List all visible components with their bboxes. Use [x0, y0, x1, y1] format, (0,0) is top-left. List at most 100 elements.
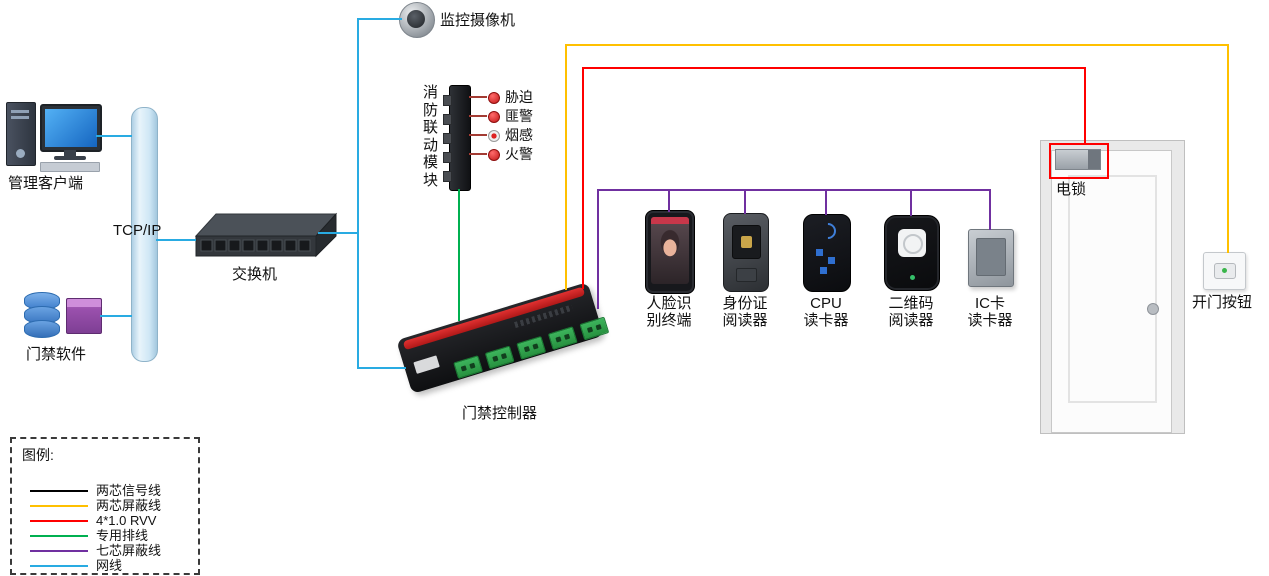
module-pin	[443, 133, 452, 144]
ic-reader-pad	[976, 238, 1006, 276]
face-terminal-screen	[651, 217, 689, 284]
software-device-icon	[24, 290, 102, 340]
qr-reader-lens	[903, 234, 923, 254]
alarm-stub	[469, 134, 487, 136]
legend-items: 两芯信号线 两芯屏蔽线 4*1.0 RVV 专用排线 七芯屏蔽线 网线	[12, 483, 198, 573]
camera-label: 监控摄像机	[440, 12, 516, 29]
camera-icon	[399, 2, 435, 38]
qr-reader-icon	[884, 215, 940, 291]
cpu-reader-nfc-icon	[816, 219, 840, 243]
terminal-block	[516, 335, 547, 360]
software-box-icon	[66, 298, 102, 334]
legend-item: 网线	[12, 558, 198, 573]
switch-icon	[190, 208, 340, 262]
door-knob	[1147, 303, 1159, 315]
fire-module-icon	[443, 85, 471, 191]
alarm-icon-fire	[488, 149, 500, 161]
legend-item: 专用排线	[12, 528, 198, 543]
lock-label: 电锁	[1056, 181, 1087, 198]
module-pin	[443, 95, 452, 106]
legend-swatch	[30, 535, 88, 537]
qr-reader-led	[910, 275, 915, 280]
module-pin	[443, 152, 452, 163]
terminal-block	[484, 345, 515, 370]
monitor-stand	[64, 150, 76, 156]
terminal-block	[547, 326, 578, 351]
module-pin	[443, 171, 452, 182]
tcpip-bus-cylinder	[131, 107, 158, 362]
switch-drawing	[194, 212, 338, 258]
alarm-stub	[469, 153, 487, 155]
alarm-label: 火警	[505, 146, 533, 162]
client-device-icon	[6, 98, 102, 172]
computer-tower-icon	[6, 102, 36, 166]
monitor-base	[54, 156, 86, 160]
legend: 图例: 两芯信号线 两芯屏蔽线 4*1.0 RVV 专用排线 七芯屏蔽线	[10, 437, 200, 575]
tower-slot	[11, 110, 29, 113]
legend-label: 两芯屏蔽线	[96, 498, 162, 513]
qr-reader-window	[898, 229, 926, 257]
database-icon	[24, 292, 60, 338]
tower-slot	[11, 116, 29, 119]
alarm-icon-smoke	[488, 130, 500, 142]
cpu-reader-glyph	[820, 267, 827, 274]
monitor-icon	[40, 104, 102, 152]
id-reader-screen	[732, 225, 761, 259]
controller-icon	[396, 281, 610, 395]
id-reader-pad	[736, 268, 757, 282]
controller-label: 门禁控制器	[462, 405, 538, 422]
door-molding	[1068, 175, 1157, 403]
tcpip-label: TCP/IP	[113, 222, 162, 239]
legend-label: 两芯信号线	[96, 483, 162, 498]
alarm-stub	[469, 115, 487, 117]
id-reader-label: 身份证 阅读器	[722, 295, 768, 329]
terminal-block	[579, 316, 610, 341]
legend-item: 两芯屏蔽线	[12, 498, 198, 513]
client-label: 管理客户端	[8, 175, 84, 192]
alarm-label: 烟感	[505, 127, 533, 143]
legend-swatch	[30, 505, 88, 507]
alarm-icon-duress	[488, 92, 500, 104]
legend-label: 七芯屏蔽线	[96, 543, 162, 558]
software-label: 门禁软件	[26, 346, 87, 363]
cpu-reader-glyph	[816, 249, 823, 256]
terminal-block	[453, 355, 484, 380]
fire-module-label: 消防联动模块	[422, 84, 438, 189]
alarm-icon-robbery	[488, 111, 500, 123]
legend-item: 4*1.0 RVV	[12, 513, 198, 528]
id-reader-chip	[741, 236, 752, 248]
keyboard-icon	[40, 162, 100, 172]
face-terminal-icon	[645, 210, 695, 294]
alarm-label: 匪警	[505, 108, 533, 124]
face-terminal-banner	[651, 217, 689, 224]
exit-button-led	[1222, 268, 1227, 273]
alarm-stub	[469, 96, 487, 98]
legend-item: 七芯屏蔽线	[12, 543, 198, 558]
ic-reader-icon	[968, 229, 1014, 287]
legend-item: 两芯信号线	[12, 483, 198, 498]
legend-swatch	[30, 565, 88, 567]
legend-label: 4*1.0 RVV	[96, 513, 157, 528]
module-pin	[443, 114, 452, 125]
cpu-reader-icon	[803, 214, 851, 292]
tower-power-button	[16, 149, 25, 158]
exit-button-icon	[1203, 252, 1246, 290]
cpu-reader-glyph	[828, 257, 835, 264]
legend-label: 专用排线	[96, 528, 149, 543]
legend-swatch	[30, 520, 88, 522]
cpu-reader-label: CPU 读卡器	[803, 295, 849, 329]
switch-label: 交换机	[232, 266, 278, 283]
switch-ports	[200, 239, 311, 252]
face-terminal-label: 人脸识 别终端	[646, 295, 692, 329]
lock-highlight-box	[1049, 143, 1109, 179]
legend-swatch	[30, 490, 88, 492]
legend-label: 网线	[96, 558, 123, 573]
wire-network-camera-controller	[357, 18, 406, 369]
monitor-screen	[45, 109, 97, 147]
alarm-label: 胁迫	[505, 89, 533, 105]
qr-reader-label: 二维码 阅读器	[888, 295, 934, 329]
id-reader-icon	[723, 213, 769, 292]
ic-reader-label: IC卡 读卡器	[967, 295, 1013, 329]
exit-button-key	[1214, 263, 1236, 279]
